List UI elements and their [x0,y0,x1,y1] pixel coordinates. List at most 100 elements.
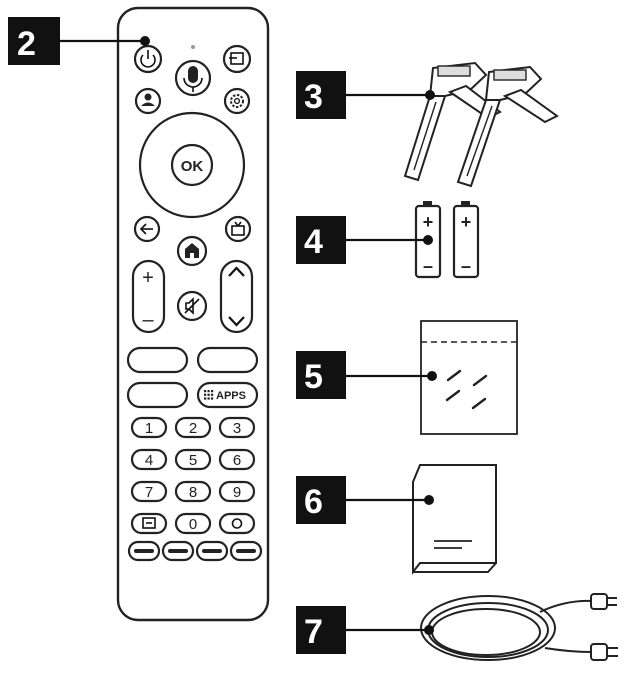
manual-cover [412,464,497,575]
shortcut-button-2 [196,346,259,374]
apps-label: APPS [216,390,246,402]
input-icon [229,52,244,65]
remote-control: OK + – [116,6,270,622]
shortcut-button-1 [126,346,189,374]
microphone-icon [183,66,203,92]
cord-loop-2 [427,602,549,658]
subtitle-icon [142,517,156,529]
callout-2-box [8,17,60,65]
apps-grid-icon [204,390,214,400]
screws [445,369,488,410]
options-icon [231,518,243,529]
volume-rocker [131,259,166,334]
key-1-label: 1 [145,420,153,437]
callout-7: 7 [296,606,434,654]
battery-2 [452,204,480,279]
callout-4-box [296,216,346,264]
plug-top [590,593,617,610]
key-3 [218,416,256,439]
stand-right [456,65,559,188]
apps-button [196,381,259,409]
callout-3-number: 3 [304,78,323,116]
input-button [222,44,252,74]
back-arrow-icon [139,223,153,235]
battery-2-plus: + [461,212,472,232]
key-4 [130,448,168,471]
key-9 [218,480,256,503]
channel-down-icon [228,316,245,327]
callout-6-box [296,476,346,524]
batteries: + – + – [414,201,480,279]
profile-button [134,87,162,115]
battery-2-minus: – [461,256,471,276]
callout-3-dot [425,90,435,100]
options-button [218,512,256,535]
key-5 [174,448,212,471]
callout-2-number: 2 [17,25,36,63]
key-9-label: 9 [233,484,241,501]
key-0-label: 0 [189,516,197,533]
key-1 [130,416,168,439]
power-icon [140,50,156,68]
callout-3-box [296,71,346,119]
mute-icon [184,297,200,315]
volume-up-label: + [142,267,154,289]
channel-up-icon [228,266,245,277]
battery-1-plus: + [423,212,434,232]
callout-4-dot [423,235,433,245]
ok-button [170,143,214,187]
volume-down-label: – [142,309,154,331]
settings-button [223,87,251,115]
cord-end-1 [539,599,593,613]
callout-3: 3 [296,71,435,119]
screw-bag [420,320,518,435]
key-7 [130,480,168,503]
shortcut-button-3 [126,381,189,409]
channel-rocker [219,259,254,334]
cord-loop-1 [420,595,556,661]
profile-icon [141,93,155,106]
battery-2-terminal [461,201,470,207]
key-0 [174,512,212,535]
plug-bottom [590,643,618,661]
callout-2: 2 [8,17,150,65]
callout-4: 4 [296,216,433,264]
ok-label: OK [181,158,204,175]
key-2 [174,416,212,439]
key-6 [218,448,256,471]
power-cord [420,593,618,661]
key-6-label: 6 [233,452,241,469]
indicator-led [191,45,195,49]
manual-spine [412,482,497,573]
tv-icon [231,221,245,236]
callout-5-number: 5 [304,358,323,396]
callout-6-number: 6 [304,483,323,521]
tv-guide-button [224,215,252,243]
callout-7-dot [424,625,434,635]
key-8 [174,480,212,503]
key-2-label: 2 [189,420,197,437]
key-4-label: 4 [145,452,153,469]
callout-5-dot [427,371,437,381]
bag-outline [420,320,518,435]
callout-5-box [296,351,346,399]
home-icon [185,243,199,258]
cord-end-2 [544,647,592,653]
key-5-label: 5 [189,452,197,469]
color-keys [127,540,263,562]
callout-6-dot [424,495,434,505]
callout-7-box [296,606,346,654]
callout-5: 5 [296,351,437,399]
callout-2-dot [140,36,150,46]
key-8-label: 8 [189,484,197,501]
tv-stands [403,61,559,188]
key-7-label: 7 [145,484,153,501]
callout-4-number: 4 [304,223,323,261]
user-manual [412,464,497,575]
callout-7-number: 7 [304,613,323,651]
key-3-label: 3 [233,420,241,437]
settings-icon [230,94,244,108]
cord-loop-3 [431,608,541,656]
battery-1-minus: – [423,256,433,276]
